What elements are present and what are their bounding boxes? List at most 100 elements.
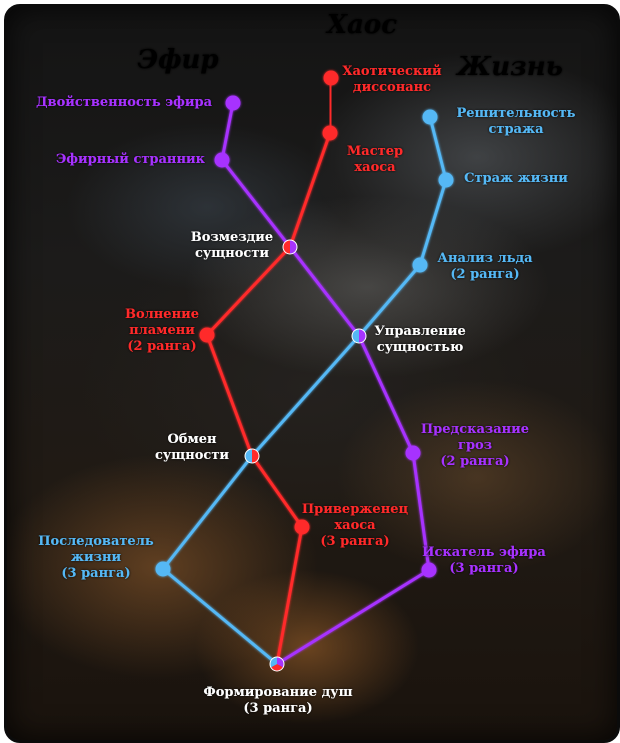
talent-node-flame_agitation[interactable] <box>199 327 215 343</box>
talent-node-chaos_dissonance[interactable] <box>323 70 339 86</box>
talent-dot <box>155 561 171 577</box>
talent-label-line: Управление <box>374 324 465 339</box>
talent-node-essence_exchange[interactable] <box>244 448 260 464</box>
connection-life_follower-soul_shaping <box>161 567 279 666</box>
talent-label-soul_shaping: Формирование душ(3 ранга) <box>203 685 352 716</box>
aether-column-title: Эфир <box>137 45 218 75</box>
junction-segment <box>359 329 366 343</box>
talent-dot <box>412 257 428 273</box>
talent-label-line: Последователь <box>38 534 154 549</box>
life-column-title: Жизнь <box>455 52 563 82</box>
talent-label-line: Хаотический <box>342 64 442 79</box>
talent-label-line: сущности <box>155 448 229 463</box>
connection-essence_control-essence_exchange <box>250 334 361 458</box>
junction-segment <box>283 240 290 254</box>
talent-label-aether_duality: Двойственность эфира <box>36 95 213 110</box>
talent-label-life_guardian: Страж жизни <box>464 171 568 186</box>
talent-node-storm_prediction[interactable] <box>405 445 421 461</box>
talent-node-chaos_master[interactable] <box>322 125 338 141</box>
talent-dot <box>421 562 437 578</box>
talent-dot <box>214 152 230 168</box>
talent-node-soul_shaping[interactable] <box>269 656 285 672</box>
connection-aether_seeker-soul_shaping <box>275 568 431 666</box>
talent-label-line: Искатель эфира <box>422 545 546 560</box>
connection-essence_retribution-essence_control <box>288 245 361 338</box>
talent-node-life_guardian[interactable] <box>438 172 454 188</box>
connection-essence_control-storm_prediction <box>357 334 415 455</box>
talent-label-line: гроз <box>458 438 492 453</box>
talent-label-line: Решительность <box>457 106 576 121</box>
junction-segment <box>290 240 297 254</box>
connection-essence_exchange-life_follower <box>161 454 254 571</box>
connection-chaos_adherent-soul_shaping <box>275 525 304 666</box>
talent-label-ice_analysis: Анализ льда(2 ранга) <box>437 251 533 282</box>
talent-dot <box>294 519 310 535</box>
talent-label-line: диссонанс <box>353 80 431 95</box>
talent-label-line: (2 ранга) <box>127 339 196 354</box>
talent-node-chaos_adherent[interactable] <box>294 519 310 535</box>
talent-dot <box>199 327 215 343</box>
talent-tree-panel <box>4 4 620 743</box>
talent-dot <box>405 445 421 461</box>
talent-node-essence_control[interactable] <box>351 328 367 344</box>
talent-node-life_follower[interactable] <box>155 561 171 577</box>
talent-label-line: сущностью <box>377 340 464 355</box>
talent-label-aether_seeker: Искатель эфира(3 ранга) <box>422 545 546 576</box>
connection-flame_agitation-essence_exchange <box>205 333 254 458</box>
talent-label-line: Формирование душ <box>203 685 352 700</box>
talent-label-line: Приверженец <box>302 502 409 517</box>
talent-label-line: сущности <box>195 246 269 261</box>
talent-label-line: Анализ льда <box>437 251 533 266</box>
talent-label-line: Обмен <box>167 432 217 447</box>
talent-label-line: хаоса <box>334 518 376 533</box>
talent-node-ice_analysis[interactable] <box>412 257 428 273</box>
talent-label-line: (3 ранга) <box>449 561 518 576</box>
talent-label-line: пламени <box>129 323 195 338</box>
connection-storm_prediction-aether_seeker <box>411 451 431 572</box>
talent-label-line: хаоса <box>354 160 396 175</box>
talent-label-line: Двойственность эфира <box>36 95 213 110</box>
junction-segment <box>270 664 284 671</box>
connection-life_resolve-life_guardian <box>428 115 448 182</box>
connection-aether_wanderer-essence_retribution <box>220 158 292 249</box>
talent-label-line: Эфирный странник <box>56 152 206 167</box>
talent-dot <box>225 95 241 111</box>
connection-essence_exchange-chaos_adherent <box>250 454 304 529</box>
talent-label-line: (2 ранга) <box>450 267 519 282</box>
talent-node-aether_wanderer[interactable] <box>214 152 230 168</box>
talent-label-line: стража <box>488 122 544 137</box>
talent-label-line: Волнение <box>125 307 199 322</box>
junction-segment <box>252 449 259 463</box>
talent-label-line: (2 ранга) <box>440 454 509 469</box>
talent-node-aether_duality[interactable] <box>225 95 241 111</box>
talent-label-line: Предсказание <box>421 422 529 437</box>
junction-segment <box>352 329 359 343</box>
talent-label-line: (3 ранга) <box>243 701 312 716</box>
talent-node-aether_seeker[interactable] <box>421 562 437 578</box>
talent-nodes <box>155 70 454 672</box>
talent-node-life_resolve[interactable] <box>422 109 438 125</box>
connection-life_guardian-ice_analysis <box>418 178 448 267</box>
talent-dot <box>322 125 338 141</box>
talent-dot <box>438 172 454 188</box>
chaos-column-title: Хаос <box>325 10 397 40</box>
talent-label-line: Возмездие <box>191 230 273 245</box>
connection-ice_analysis-essence_control <box>357 263 422 338</box>
talent-label-line: Мастер <box>347 144 403 159</box>
talent-label-line: (3 ранга) <box>320 534 389 549</box>
talent-node-essence_retribution[interactable] <box>282 239 298 255</box>
connection-essence_retribution-flame_agitation <box>205 245 292 337</box>
talent-dot <box>422 109 438 125</box>
talent-dot <box>323 70 339 86</box>
